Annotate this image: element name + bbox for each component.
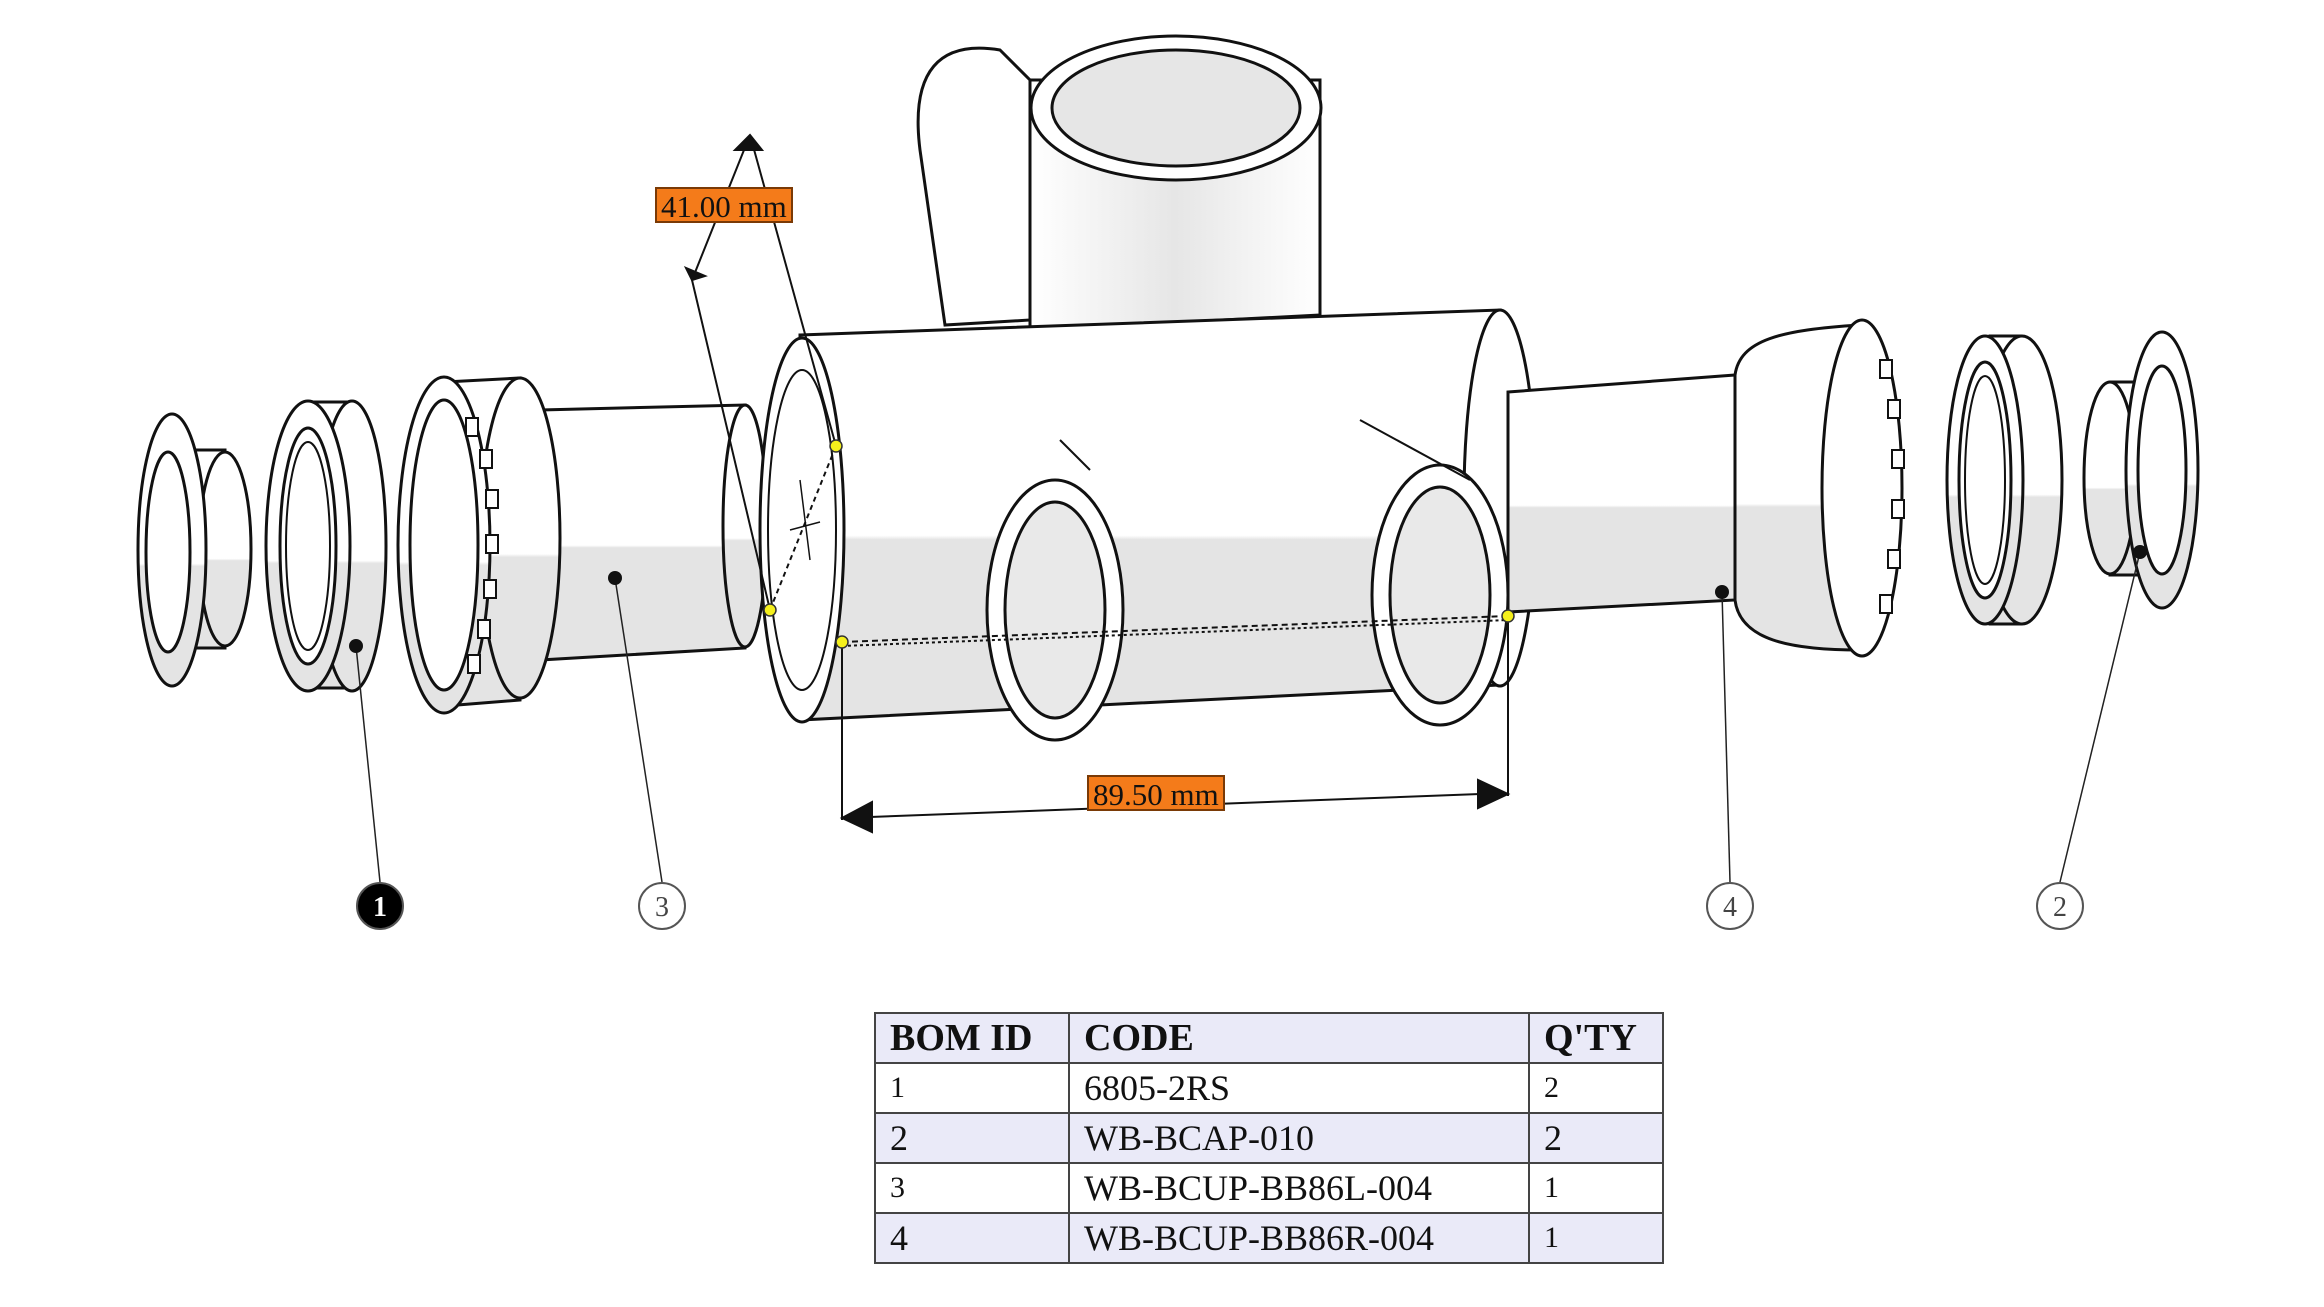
part-bearing-right[interactable] [1945,334,2064,626]
bom-cell-id: 2 [874,1112,1070,1164]
bom-cell-qty: 2 [1528,1062,1664,1114]
point-marker [829,439,843,453]
bom-cell-code: WB-BCUP-BB86R-004 [1068,1212,1530,1264]
balloon-label: 4 [1723,892,1737,923]
bom-header-qty: Q'TY [1528,1012,1664,1064]
part-bearing-cap-right[interactable] [2082,330,2200,610]
leader-lines [355,551,2141,883]
part-bearing-left[interactable] [264,399,388,693]
balloon-4[interactable]: 4 [1706,882,1754,930]
bom-cell-id: 4 [874,1212,1070,1264]
bom-header-code: CODE [1068,1012,1530,1064]
bom-header-id: BOM ID [874,1012,1070,1064]
balloon-label: 3 [655,892,669,923]
table-row[interactable]: 3 WB-BCUP-BB86L-004 1 [874,1162,1664,1214]
bom-cell-qty: 1 [1528,1212,1664,1264]
balloon-2[interactable]: 2 [2036,882,2084,930]
bom-header-row: BOM ID CODE Q'TY [874,1012,1664,1064]
balloon-group: 1 3 4 2 [356,882,2084,930]
balloon-label: 1 [373,892,387,923]
bom-cell-id: 1 [874,1062,1070,1114]
point-marker [835,635,849,649]
dimension-label-diameter[interactable]: 41.00 mm [655,187,793,224]
bom-table: BOM ID CODE Q'TY 1 6805-2RS 2 2 WB-BCAP-… [874,1012,1664,1264]
bom-cell-id: 3 [874,1162,1070,1214]
table-row[interactable]: 1 6805-2RS 2 [874,1062,1664,1114]
balloon-3[interactable]: 3 [638,882,686,930]
part-bearing-cap-left[interactable] [136,412,253,688]
table-row[interactable]: 4 WB-BCUP-BB86R-004 1 [874,1212,1664,1264]
balloon-circle [356,882,404,930]
bom-cell-code: WB-BCAP-010 [1068,1112,1530,1164]
table-row[interactable]: 2 WB-BCAP-010 2 [874,1112,1664,1164]
measurement-points[interactable] [763,439,1515,649]
balloon-circle [2036,882,2084,930]
part-bearing-cup-right[interactable] [1506,318,1905,658]
bom-cell-qty: 1 [1528,1162,1664,1214]
dimension-label-length[interactable]: 89.50 mm [1087,775,1225,812]
part-bearing-cup-left[interactable] [396,375,769,715]
balloon-1[interactable]: 1 [356,882,404,930]
point-marker [763,603,777,617]
balloon-label: 2 [2053,892,2067,923]
bom-cell-code: WB-BCUP-BB86L-004 [1068,1162,1530,1214]
point-marker [1501,609,1515,623]
balloon-circle [1706,882,1754,930]
balloon-circle [638,882,686,930]
bom-cell-code: 6805-2RS [1068,1062,1530,1114]
frame-bottom-bracket-shell[interactable] [758,34,1538,742]
leader-dots [349,545,2147,653]
bom-cell-qty: 2 [1528,1112,1664,1164]
dimension-diameter[interactable] [683,133,837,611]
